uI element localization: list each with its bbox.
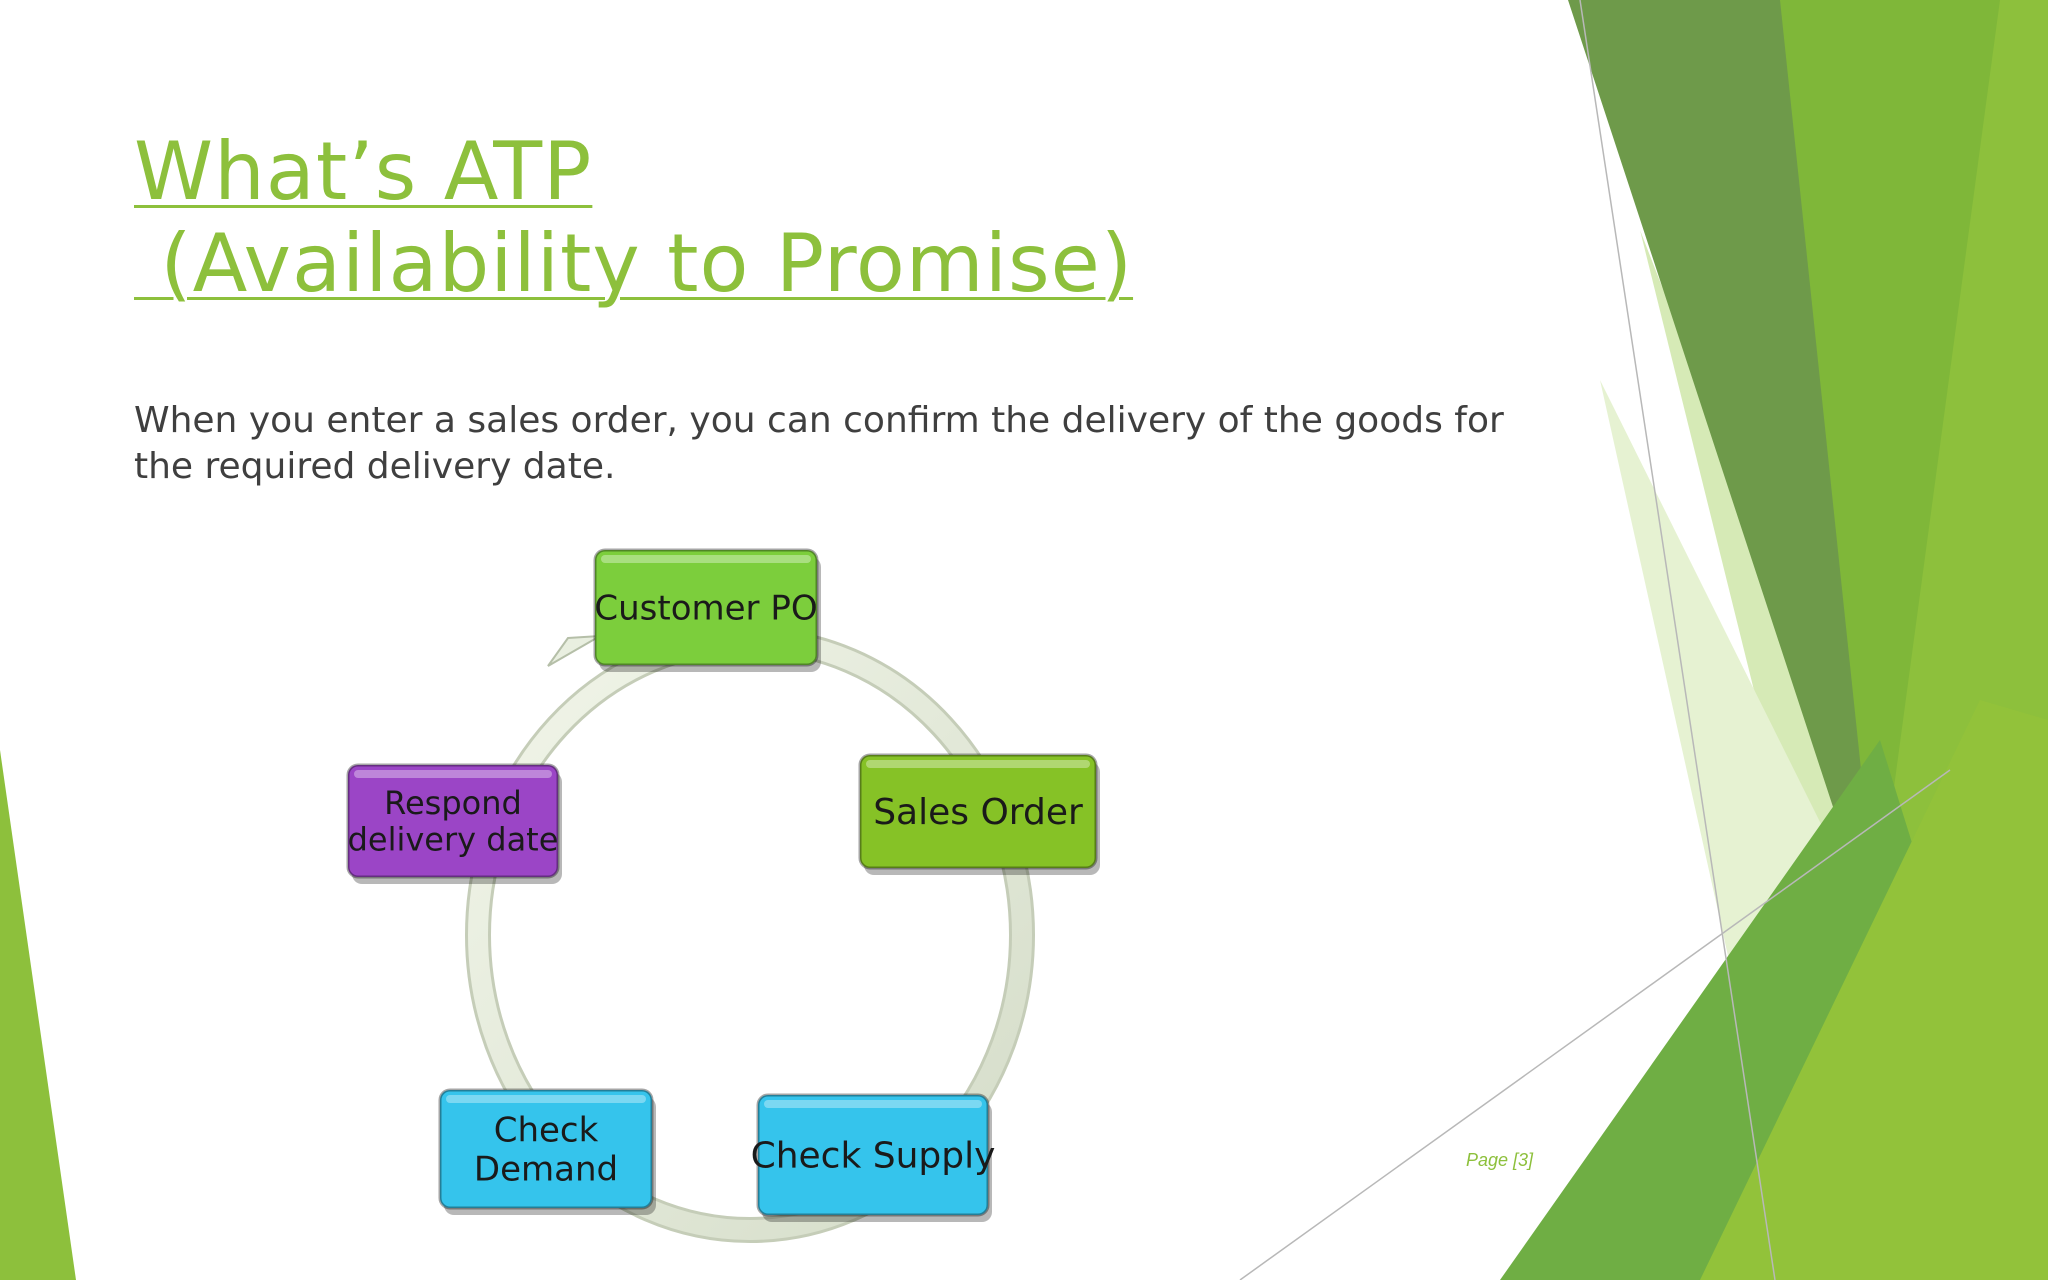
step-box	[858, 753, 1098, 870]
left-green-wedge	[0, 750, 76, 1280]
page-number: Page [3]	[1466, 1150, 1534, 1170]
title-line-1: What’s ATP	[134, 125, 593, 218]
step-box-highlight	[866, 760, 1090, 768]
step-label: Check	[494, 1110, 599, 1150]
step-label: Customer PO	[594, 588, 817, 628]
step-box	[756, 1093, 990, 1217]
step-label: delivery date	[348, 821, 559, 859]
right-bottom-bright	[1700, 700, 2048, 1280]
step-label: Respond	[384, 784, 522, 822]
step-label: Check Supply	[751, 1136, 996, 1177]
cycle-step-customer-po: Customer PO	[593, 548, 821, 672]
deco-thin-line-2	[1239, 769, 1951, 1280]
step-label: Demand	[474, 1149, 618, 1189]
step-label: Sales Order	[873, 792, 1083, 833]
step-box	[593, 548, 819, 667]
title-line-2: (Availability to Promise)	[134, 217, 1134, 310]
deco-thin-line-1	[1579, 0, 1776, 1280]
step-box-highlight	[601, 555, 811, 563]
slide-body-text: When you enter a sales order, you can co…	[134, 400, 1504, 487]
step-box	[346, 763, 560, 879]
cycle-arrow-head	[547, 635, 601, 667]
cycle-step-sales-order: Sales Order	[858, 753, 1100, 875]
slide-title: What’s ATP (Availability to Promise)	[134, 126, 1133, 310]
step-box	[438, 1088, 654, 1210]
step-box-highlight	[446, 1095, 646, 1103]
step-box-highlight	[764, 1100, 982, 1108]
cycle-step-check-supply: Check Supply	[751, 1093, 996, 1222]
step-box-highlight	[354, 770, 552, 778]
